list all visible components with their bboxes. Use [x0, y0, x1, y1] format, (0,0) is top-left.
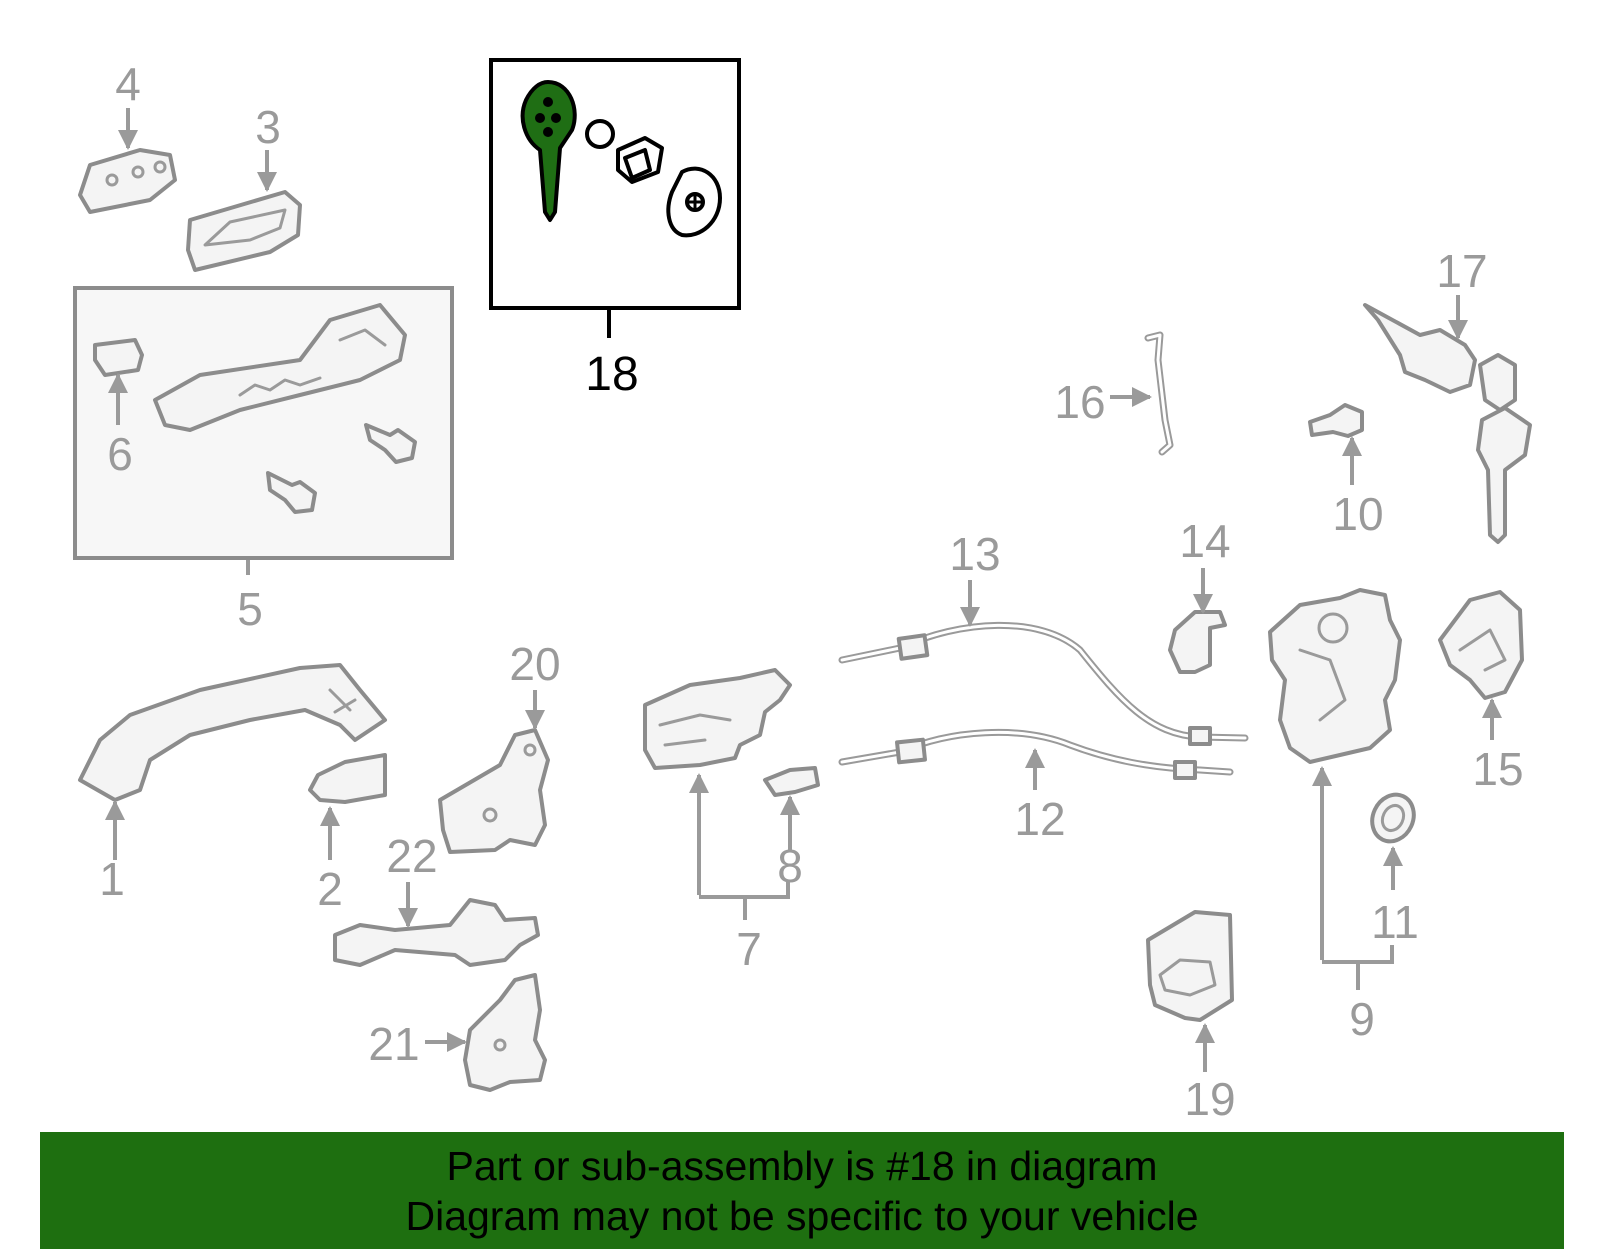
part-5-bolt-a — [364, 423, 417, 464]
part-21-lower-hinge — [463, 973, 547, 1092]
callout-10: 10 — [1332, 488, 1383, 540]
callout-19: 19 — [1184, 1073, 1235, 1125]
part-19-control-module — [1146, 910, 1234, 1022]
part-18-key[interactable] — [520, 80, 577, 222]
part-5-bolt-b — [266, 471, 317, 514]
banner-line-2: Diagram may not be specific to your vehi… — [405, 1192, 1199, 1239]
part-13-lock-cable — [838, 621, 1249, 746]
callout-8: 8 — [777, 840, 803, 892]
callout-17: 17 — [1436, 245, 1487, 297]
part-8-handle-cap — [763, 766, 820, 797]
callout-14: 14 — [1179, 515, 1230, 567]
part-4-handle-cap — [78, 148, 177, 214]
part-17-lock-cylinder — [1363, 303, 1532, 544]
leader-7-bracket — [699, 880, 790, 899]
callout-22: 22 — [386, 830, 437, 882]
banner-line-1: Part or sub-assembly is #18 in diagram — [446, 1142, 1158, 1189]
callout-7: 7 — [736, 923, 762, 975]
part-9-door-lock-actuator — [1268, 588, 1402, 764]
callout-15: 15 — [1472, 743, 1523, 795]
callout-9: 9 — [1349, 993, 1375, 1045]
callout-11: 11 — [1371, 896, 1419, 948]
part-14-bracket — [1168, 610, 1227, 674]
part-12-handle-cable — [838, 728, 1234, 780]
part-11-grommet — [1370, 792, 1416, 844]
callout-21: 21 — [368, 1018, 419, 1070]
part-18-battery-cover — [616, 136, 664, 184]
part-7-inside-handle — [643, 668, 792, 770]
callout-12: 12 — [1014, 793, 1065, 845]
callout-18: 18 — [585, 348, 638, 401]
part-16-lock-rod — [1144, 331, 1174, 456]
part-2-handle-cap — [308, 753, 387, 804]
callout-16: 16 — [1054, 376, 1105, 428]
callout-20: 20 — [509, 638, 560, 690]
callout-6: 6 — [107, 428, 133, 480]
part-5-handle-frame — [153, 303, 407, 432]
part-22-door-check — [333, 898, 540, 967]
callout-13: 13 — [949, 528, 1000, 580]
part-6-cap — [93, 338, 144, 377]
info-banner: Part or sub-assembly is #18 in diagram D… — [40, 1132, 1564, 1249]
callout-5: 5 — [237, 583, 263, 635]
part-20-upper-hinge — [438, 728, 550, 854]
part-10-bolt — [1308, 403, 1364, 438]
callout-2: 2 — [317, 863, 343, 915]
leader-9-bracket — [1322, 945, 1394, 964]
part-15-striker — [1438, 590, 1524, 700]
part-3-handle-pad — [186, 190, 302, 272]
part-18-o-ring — [585, 119, 615, 149]
part-18-transmitter-case — [666, 166, 722, 238]
callout-1: 1 — [99, 853, 125, 905]
callout-4: 4 — [115, 58, 141, 110]
part-1-outside-handle — [78, 663, 387, 802]
callout-3: 3 — [255, 101, 281, 153]
